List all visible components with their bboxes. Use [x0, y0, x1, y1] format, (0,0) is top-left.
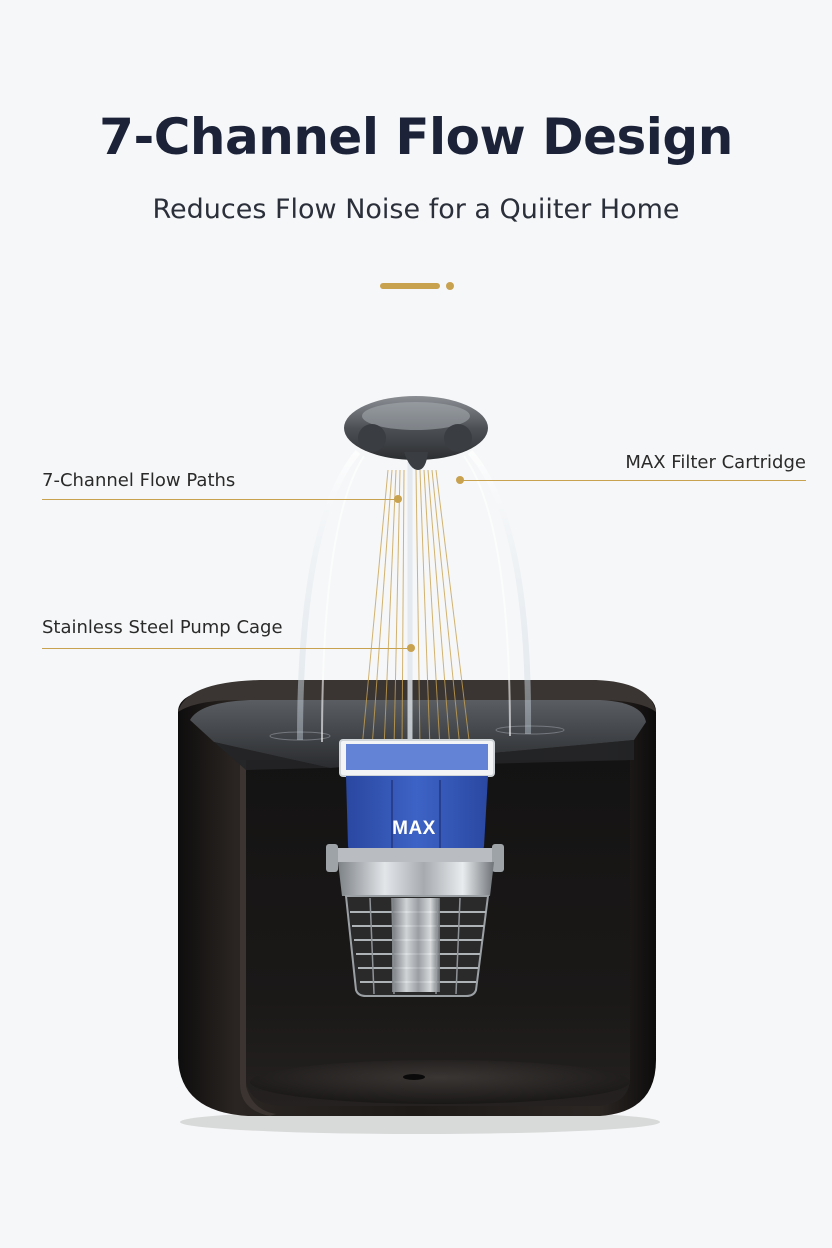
- callout-pump-cage-dot: [407, 644, 415, 652]
- callout-pump-cage: Stainless Steel Pump Cage: [42, 617, 283, 638]
- accent-divider-dot: [446, 282, 454, 290]
- page-subtitle: Reduces Flow Noise for a Quiiter Home: [152, 194, 680, 225]
- callout-filter-cartridge-dot: [456, 476, 464, 484]
- callout-flow-paths-line: [42, 499, 398, 500]
- filter-cartridge-label: MAX: [392, 818, 436, 839]
- page-title: 7-Channel Flow Design: [99, 108, 733, 166]
- callout-flow-paths-dot: [394, 495, 402, 503]
- accent-divider-bar: [380, 283, 440, 289]
- callout-filter-cartridge-line: [460, 480, 806, 481]
- callout-flow-paths: 7-Channel Flow Paths: [42, 470, 236, 491]
- callout-filter-cartridge: MAX Filter Cartridge: [625, 452, 806, 473]
- callout-pump-cage-line: [42, 648, 410, 649]
